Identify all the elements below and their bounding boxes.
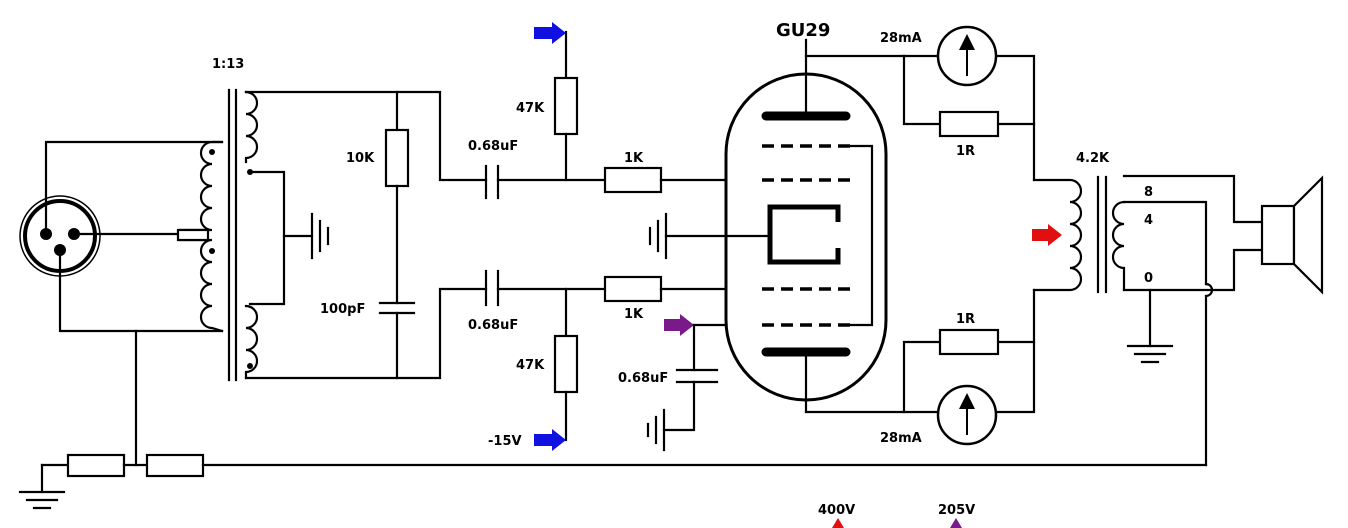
label-sense-resistor-bottom: 1R (956, 312, 975, 327)
plate-circuit-bottom: 28mA 1R (804, 288, 1036, 446)
bias-resistor-top (553, 30, 579, 182)
input-secondary-wiring: 10K 100pF (244, 90, 488, 380)
tap-label-8: 8 (1144, 185, 1153, 200)
label-100pf: 100pF (320, 302, 365, 317)
ground-symbol-feedback (18, 490, 66, 510)
feedback-network (18, 453, 1208, 510)
capacitor-100pf (378, 301, 416, 315)
input-secondary-winding-bottom (244, 304, 259, 380)
input-secondary-winding-top (244, 90, 259, 164)
coupling-capacitor-top (484, 164, 607, 200)
sense-resistor-top (938, 110, 1000, 138)
ground-symbol-output (1126, 344, 1174, 364)
output-transformer: 4.2K 8 4 0 (1032, 151, 1153, 294)
label-meter-top: 28mA (880, 31, 922, 46)
output-secondary-winding (1111, 200, 1126, 292)
grid-stopper-bottom (603, 275, 728, 303)
coupling-capacitor-bottom (484, 269, 607, 307)
feedback-resistor-2 (145, 453, 205, 478)
tap-label-0: 0 (1144, 271, 1153, 286)
label-10k: 10K (346, 151, 375, 166)
label-grid-stopper-top: 1K (624, 151, 644, 166)
label-screen-cap: 0.68uF (618, 371, 668, 386)
bias-resistor-bottom (553, 287, 579, 442)
ground-symbol-screen (646, 408, 666, 452)
tap-label-4: 4 (1144, 213, 1153, 228)
center-tap-block (176, 228, 210, 242)
output-transformer-impedance: 4.2K (1076, 151, 1110, 166)
label-bias-resistor-bottom: 47K (516, 358, 545, 373)
plate-circuit-top: 28mA 1R (804, 25, 1036, 182)
plate-supply-arrow (1032, 224, 1062, 246)
feedback-resistor-1 (66, 453, 126, 478)
label-bias-voltage: -15V (488, 434, 522, 449)
screen-bypass-capacitor (675, 368, 719, 384)
current-meter-bottom (936, 384, 998, 446)
label-grid-stopper-bottom: 1K (624, 307, 644, 322)
output-primary-winding (1032, 178, 1083, 292)
loudspeaker-icon (1260, 175, 1324, 295)
label-coupling-cap-bottom: 0.68uF (468, 318, 518, 333)
supply-legend: 400V 205V (818, 503, 975, 528)
ground-symbol-center-tap (310, 212, 330, 260)
input-transformer: 1:13 (176, 57, 259, 382)
cathode (767, 204, 841, 265)
plate-voltage-marker (832, 518, 844, 528)
label-meter-bottom: 28mA (880, 431, 922, 446)
bias-supply-arrow-bottom (534, 429, 566, 451)
bias-supply-arrow-top (534, 22, 566, 44)
input-transformer-ratio: 1:13 (212, 57, 244, 72)
label-bias-resistor-top: 47K (516, 101, 545, 116)
grid-stopper-top (603, 166, 728, 194)
tube-name: GU29 (776, 20, 830, 41)
screen-supply-arrow-left (664, 314, 694, 336)
resistor-10k (384, 128, 410, 188)
label-screen-voltage: 205V (938, 503, 975, 518)
output-wiring (1122, 174, 1264, 467)
ground-symbol-cathode (648, 212, 772, 260)
label-sense-resistor-top: 1R (956, 144, 975, 159)
gu29-tube: GU29 (724, 20, 888, 414)
current-meter-top (936, 25, 998, 87)
sense-resistor-bottom (938, 328, 1000, 356)
screen-voltage-marker (950, 518, 962, 528)
label-coupling-cap-top: 0.68uF (468, 139, 518, 154)
xlr-wiring (44, 140, 224, 467)
label-plate-voltage: 400V (818, 503, 855, 518)
